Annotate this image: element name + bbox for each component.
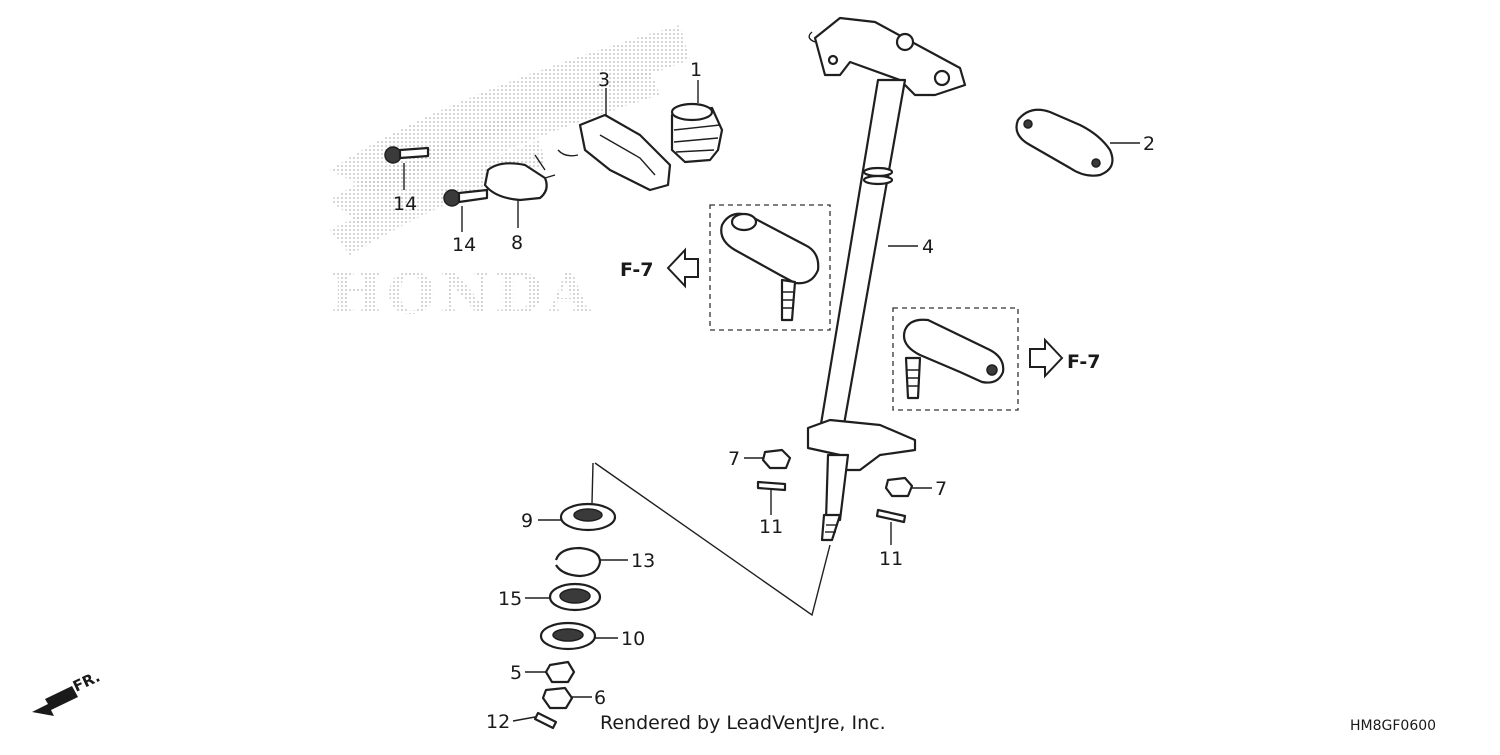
dust-seal-part — [539, 621, 597, 651]
callout-14-lower: 14 — [452, 234, 476, 256]
bearing-part — [548, 582, 602, 612]
callout-14-upper: 14 — [393, 193, 417, 215]
assembly-line-seal — [591, 462, 594, 504]
clamp-part — [483, 154, 556, 202]
callout-12: 12 — [486, 711, 510, 733]
front-direction-arrow-icon — [32, 686, 78, 716]
reference-label-right: F-7 — [1067, 351, 1101, 373]
callout-1: 1 — [690, 59, 702, 81]
callout-11-right: 11 — [879, 548, 903, 570]
callout-7-left: 7 — [728, 448, 740, 470]
callout-10: 10 — [621, 628, 645, 650]
watermark-lettering: HONDA — [330, 261, 595, 327]
reference-arrow-right-icon — [1029, 337, 1064, 379]
bushing-part — [670, 102, 724, 164]
reference-arrow-left-icon — [666, 247, 699, 289]
castle-nut-part-left — [761, 448, 792, 470]
reference-label-left: F-7 — [620, 259, 654, 281]
tie-rod-end-left-box — [709, 204, 831, 331]
callout-9: 9 — [521, 510, 533, 532]
tie-rod-end-right-box — [892, 307, 1019, 411]
castle-nut-part-right — [884, 476, 914, 498]
steering-shaft-part — [806, 16, 967, 542]
callout-6: 6 — [594, 687, 606, 709]
bolt-part-lower — [443, 188, 489, 207]
callout-2: 2 — [1143, 133, 1155, 155]
callout-13: 13 — [631, 550, 655, 572]
bolt-part-upper — [384, 146, 430, 164]
callout-15: 15 — [498, 588, 522, 610]
assembly-line — [594, 462, 831, 617]
callout-7-right: 7 — [935, 478, 947, 500]
snap-ring-part — [554, 546, 602, 578]
diagram-code: HM8GF0600 — [1350, 718, 1437, 734]
tie-rod-end-left-part — [720, 212, 820, 322]
handlebar-holder-part — [1015, 108, 1114, 177]
oil-seal-part — [559, 502, 617, 532]
cotter-pin-part-right — [875, 508, 907, 524]
castle-nut-part-bottom — [541, 686, 574, 710]
cotter-pin-part-left — [756, 480, 787, 492]
render-credit: Rendered by LeadVentJre, Inc. — [600, 712, 886, 734]
tie-rod-end-right-part — [902, 318, 1005, 400]
collar-part — [544, 660, 576, 684]
plate-part — [557, 113, 672, 192]
cotter-pin-part-bottom — [533, 711, 558, 730]
leader-lines — [403, 80, 1140, 722]
callout-8: 8 — [511, 232, 523, 254]
callout-5: 5 — [510, 662, 522, 684]
callout-4: 4 — [922, 236, 934, 258]
callout-3: 3 — [598, 69, 610, 91]
callout-11-left: 11 — [759, 516, 783, 538]
front-direction-label: FR. — [70, 668, 103, 696]
